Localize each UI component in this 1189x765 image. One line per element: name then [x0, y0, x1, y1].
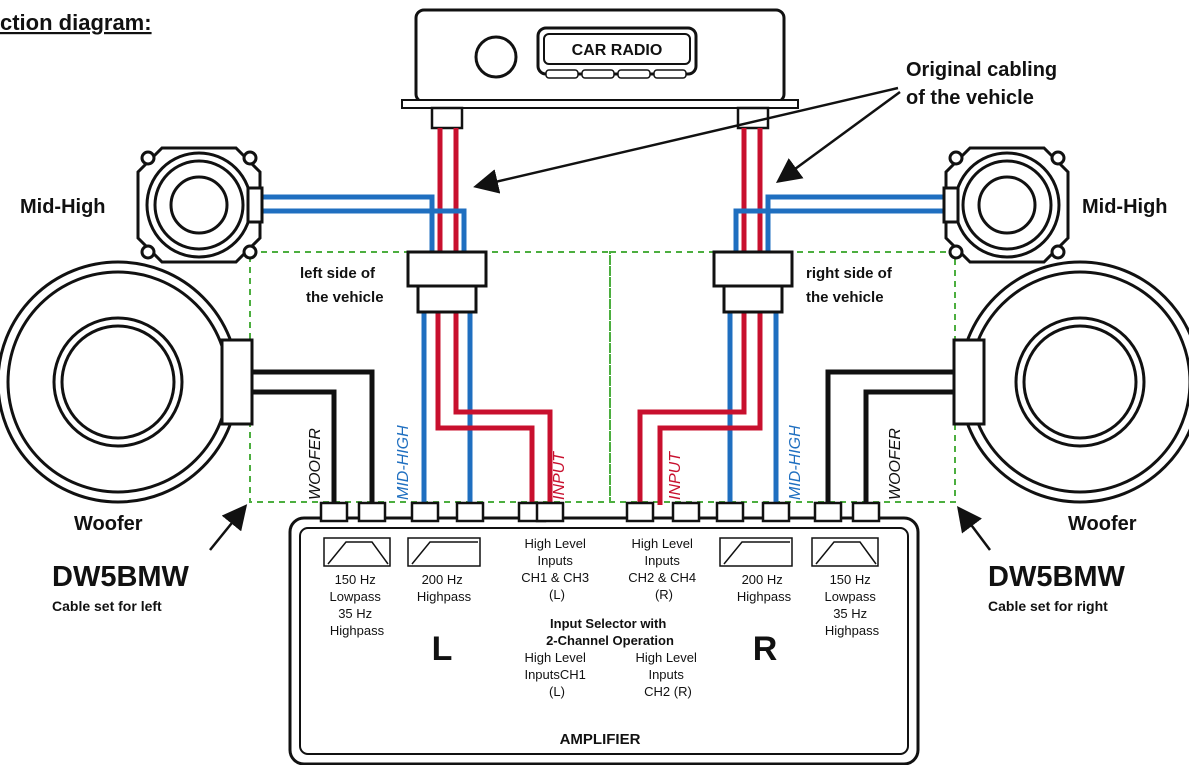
woofer-right-label: Woofer	[1068, 513, 1137, 535]
svg-text:High Level Inputs: High Level Inputs CH1 & CH3 (L)	[521, 536, 593, 602]
input-right-wire-label: INPUT	[667, 451, 684, 500]
right-side-line1: right side of	[806, 265, 893, 282]
two-ch-right-1: Inputs	[648, 667, 684, 682]
radio-connector-left	[430, 106, 464, 130]
selector-line-1: 2-Channel Operation	[546, 633, 674, 648]
woofer-left-speaker	[0, 260, 254, 504]
svg-text:200 Hz Highpass: 200 Hz Highpass	[737, 572, 792, 604]
mid-high-left-wire-label: MID-HIGH	[395, 425, 412, 500]
cable-set-left-model: DW5BMW	[52, 561, 190, 593]
amplifier-name: AMPLIFIER	[560, 731, 641, 748]
highpass-right-icon	[719, 537, 793, 567]
highpass-left-icon	[407, 537, 481, 567]
radio-knob-icon	[474, 35, 518, 79]
svg-text:200 Hz Highpass: 200 Hz Highpass	[417, 572, 472, 604]
filter-right-woofer-0: 150 Hz	[830, 572, 871, 587]
bandpass-left-icon	[323, 537, 391, 567]
woofer-left-wire-label: WOOFER	[307, 428, 324, 500]
two-ch-right-2: CH2 (R)	[644, 684, 692, 699]
svg-text:150 Hz Lowpass 35: 150 Hz Lowpass 35 Hz Highpass	[330, 572, 385, 638]
car-radio: CAR RADIO	[401, 8, 799, 130]
left-side-line1: left side of	[300, 265, 376, 282]
filter-left-mid-1: Highpass	[417, 589, 472, 604]
amplifier-right-letter: R	[753, 630, 778, 668]
filter-right-woofer-1: Lowpass	[825, 589, 877, 604]
woofer-left-label: Woofer	[74, 513, 143, 535]
selector-line-0: Input Selector with	[550, 616, 666, 631]
filter-left-mid-0: 200 Hz	[422, 572, 463, 587]
svg-text:Input Selector with 2-Ch: Input Selector with 2-Channel Operation	[546, 616, 674, 648]
two-ch-left-2: (L)	[549, 684, 565, 699]
amplifier-terminals	[319, 501, 881, 523]
cabling-note-line1: Original cabling	[906, 59, 1057, 81]
amplifier-left-letter: L	[432, 630, 453, 668]
filter-right-mid-1: Highpass	[737, 589, 792, 604]
woofer-right-speaker	[952, 260, 1189, 504]
mid-high-right-wire-label: MID-HIGH	[787, 425, 804, 500]
cabling-arrow-right-icon	[775, 90, 901, 183]
filter-right-woofer-2: 35 Hz	[833, 606, 867, 621]
woofer-right-wire-label: WOOFER	[887, 428, 904, 500]
filter-left-woofer-1: Lowpass	[330, 589, 382, 604]
cable-set-right-desc: Cable set for right	[988, 598, 1108, 614]
svg-text:150 Hz Lowpass 35: 150 Hz Lowpass 35 Hz Highpass	[825, 572, 880, 638]
filter-left-woofer-3: Highpass	[330, 623, 385, 638]
right-side-line2: the vehicle	[806, 289, 884, 306]
two-ch-right-0: High Level	[635, 650, 697, 665]
cable-set-right-arrow-icon	[957, 506, 991, 551]
mid-high-left-speaker	[136, 146, 264, 264]
cabling-note-line2: of the vehicle	[906, 87, 1034, 109]
inputs-right-2: CH2 & CH4	[628, 570, 696, 585]
cabling-arrow-left-icon	[473, 86, 899, 194]
input-left-wire-label: INPUT	[551, 451, 568, 500]
amplifier: 150 Hz Lowpass 35 Hz Highpass 200 Hz Hig…	[288, 501, 920, 765]
right-inline-connector	[712, 250, 794, 314]
left-side-line2: the vehicle	[306, 289, 384, 306]
two-ch-left-1: InputsCH1	[524, 667, 585, 682]
mid-high-right-speaker	[942, 146, 1070, 264]
mid-high-right-label: Mid-High	[1082, 196, 1168, 218]
inputs-left-2: CH1 & CH3	[521, 570, 589, 585]
inputs-left-0: High Level	[524, 536, 586, 551]
bandpass-right-icon	[811, 537, 879, 567]
svg-text:High Level Inputs: High Level Inputs CH2 (R)	[635, 650, 700, 699]
cable-set-left-arrow-icon	[209, 504, 248, 551]
car-radio-label: CAR RADIO	[572, 42, 663, 59]
inputs-right-3: (R)	[655, 587, 673, 602]
two-ch-left-0: High Level	[524, 650, 586, 665]
left-inline-connector	[406, 250, 488, 314]
inputs-right-1: Inputs	[644, 553, 680, 568]
filter-left-woofer-2: 35 Hz	[338, 606, 372, 621]
filter-right-mid-0: 200 Hz	[742, 572, 783, 587]
diagram-title: ction diagram:	[0, 10, 152, 35]
inputs-right-0: High Level	[631, 536, 693, 551]
svg-text:High Level Inputs: High Level Inputs CH2 & CH4 (R)	[628, 536, 700, 602]
wiring	[250, 128, 956, 505]
filter-right-woofer-3: Highpass	[825, 623, 880, 638]
mid-high-left-label: Mid-High	[20, 196, 106, 218]
inputs-left-1: Inputs	[537, 553, 573, 568]
cable-set-right-model: DW5BMW	[988, 561, 1126, 593]
filter-left-woofer-0: 150 Hz	[335, 572, 376, 587]
cable-set-left-desc: Cable set for left	[52, 598, 162, 614]
inputs-left-3: (L)	[549, 587, 565, 602]
svg-text:High Level InputsCH1: High Level InputsCH1 (L)	[524, 650, 589, 699]
